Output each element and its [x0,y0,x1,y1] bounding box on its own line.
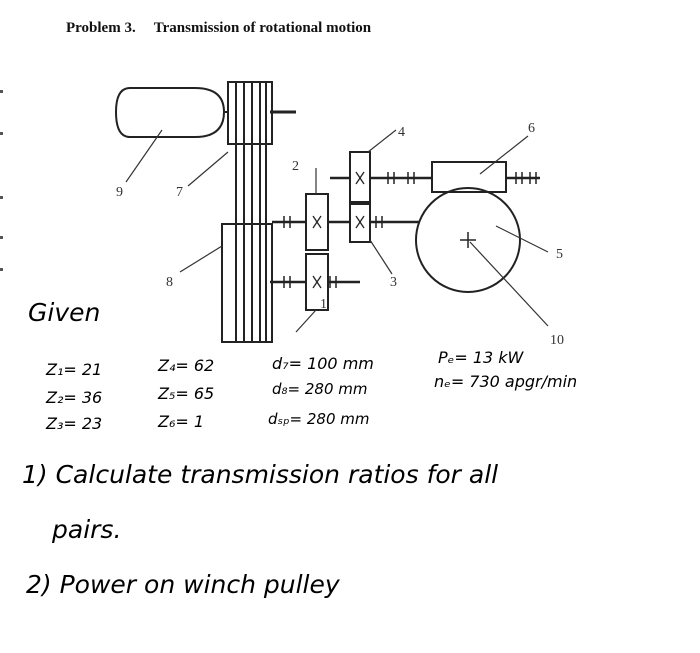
given-d8: d₈= 280 mm [272,380,368,398]
margin-mark [0,132,3,135]
label-3: 3 [390,275,397,290]
label-6: 6 [528,121,535,136]
label-5: 5 [556,247,563,262]
label-4: 4 [398,125,405,140]
given-z6: Z₆= 1 [158,412,205,431]
problem-heading: Transmission of rotational motion [153,20,372,36]
label-2: 2 [292,159,299,174]
given-power: Pₑ= 13 kW [438,348,524,367]
winch-drum-5 [415,187,521,293]
label-8: 8 [166,275,173,290]
given-z1: Z₁= 21 [46,360,103,379]
question-1: 1) Calculate transmission ratios for all [22,460,499,489]
belt-drive [221,81,273,343]
given-d7: d₇= 100 mm [272,354,374,373]
label-9: 9 [116,185,123,200]
question-1-continued: pairs. [52,515,122,544]
worm-6 [431,161,507,193]
margin-mark [0,268,3,271]
question-2: 2) Power on winch pulley [26,570,340,599]
given-z2: Z₂= 36 [46,388,103,407]
problem-number: Problem 3. [66,20,136,36]
motor-9 [114,87,232,138]
given-z5: Z₅= 65 [158,384,215,403]
label-7: 7 [176,185,183,200]
margin-mark [0,90,3,93]
given-z4: Z₄= 62 [158,356,215,375]
margin-mark [0,196,3,199]
label-10: 10 [550,333,564,348]
label-1: 1 [320,297,327,312]
given-dsp: dₛₚ= 280 mm [268,410,370,428]
given-heading: Given [28,298,101,327]
given-z3: Z₃= 23 [46,414,103,433]
margin-mark [0,236,3,239]
given-speed: nₑ= 730 apgr/min [434,372,578,391]
problem-title: Problem 3. Transmission of rotational mot… [66,20,371,37]
